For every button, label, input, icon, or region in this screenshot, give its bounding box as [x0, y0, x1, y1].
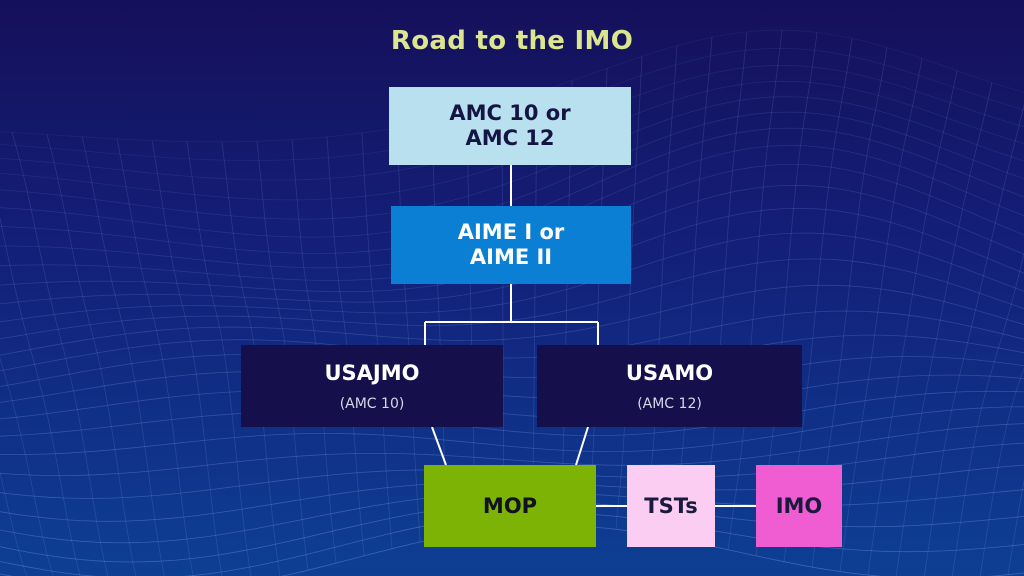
node-tsts-label: TSTs: [644, 493, 698, 518]
node-aime: AIME I or AIME II: [391, 206, 631, 284]
node-amc-line2: AMC 12: [465, 126, 555, 150]
node-imo-label: IMO: [775, 493, 823, 518]
node-imo: IMO: [756, 465, 842, 547]
connector-usamo-mop: [575, 426, 589, 466]
node-usajmo-sub: (AMC 10): [339, 395, 405, 412]
node-aime-line2: AIME II: [469, 245, 553, 269]
node-usamo-sub: (AMC 12): [637, 395, 702, 412]
node-amc: AMC 10 or AMC 12: [389, 87, 631, 165]
node-usajmo-label: USAJMO: [324, 360, 420, 385]
node-mop: MOP: [424, 465, 596, 547]
node-usajmo: USAJMO (AMC 10): [241, 345, 503, 427]
node-tsts: TSTs: [627, 465, 715, 547]
node-mop-label: MOP: [482, 493, 538, 518]
node-usamo-label: USAMO: [625, 360, 714, 385]
node-usamo: USAMO (AMC 12): [537, 345, 802, 427]
node-aime-line1: AIME I or: [457, 220, 565, 244]
diagram-title: Road to the IMO: [390, 26, 634, 56]
connector-usajmo-mop: [431, 426, 447, 466]
node-amc-line1: AMC 10 or: [449, 101, 571, 125]
